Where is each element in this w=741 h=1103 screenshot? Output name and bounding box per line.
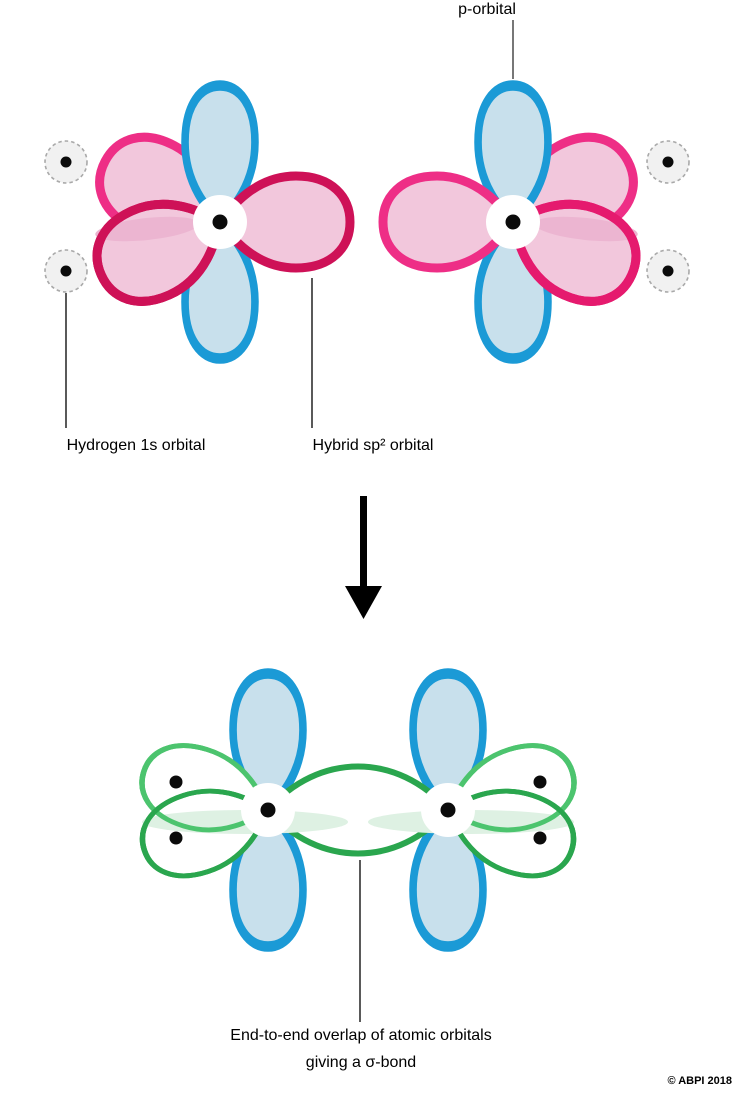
nucleus-electron-dot [260, 802, 276, 818]
copyright-text: © ABPI 2018 [667, 1075, 732, 1087]
caption-line-1: End-to-end overlap of atomic orbitals [230, 1027, 492, 1044]
label-hydrogen-1s-orbital: Hydrogen 1s orbital [66, 437, 206, 454]
hydrogen-electron-dot [60, 156, 72, 168]
top-left-sp2-atom [83, 86, 350, 359]
caption-line-2: giving a σ-bond [305, 1054, 417, 1071]
nucleus-electron-dot [212, 214, 228, 230]
lobe-overlap-shading [95, 216, 199, 242]
hydrogen-electron-dot [662, 156, 674, 168]
sigma-bond-molecule [132, 674, 584, 947]
bond-electron-dot [169, 831, 183, 845]
lobe-overlap-shading [534, 216, 638, 242]
bond-electron-dot [169, 775, 183, 789]
bond-electron-dot [533, 775, 547, 789]
label-hybrid-sp2-orbital: Hybrid sp² orbital [312, 437, 434, 454]
nucleus-electron-dot [505, 214, 521, 230]
sigma-bond-caption: End-to-end overlap of atomic orbitals gi… [191, 1022, 531, 1076]
top-right-sp2-atom [383, 86, 650, 359]
down-arrow-icon [345, 496, 382, 619]
hydrogen-1s-orbitals [44, 140, 690, 293]
bond-electron-dot [533, 831, 547, 845]
hydrogen-electron-dot [60, 265, 72, 277]
label-p-orbital: p-orbital [458, 1, 516, 18]
hydrogen-electron-dot [662, 265, 674, 277]
nucleus-electron-dot [440, 802, 456, 818]
